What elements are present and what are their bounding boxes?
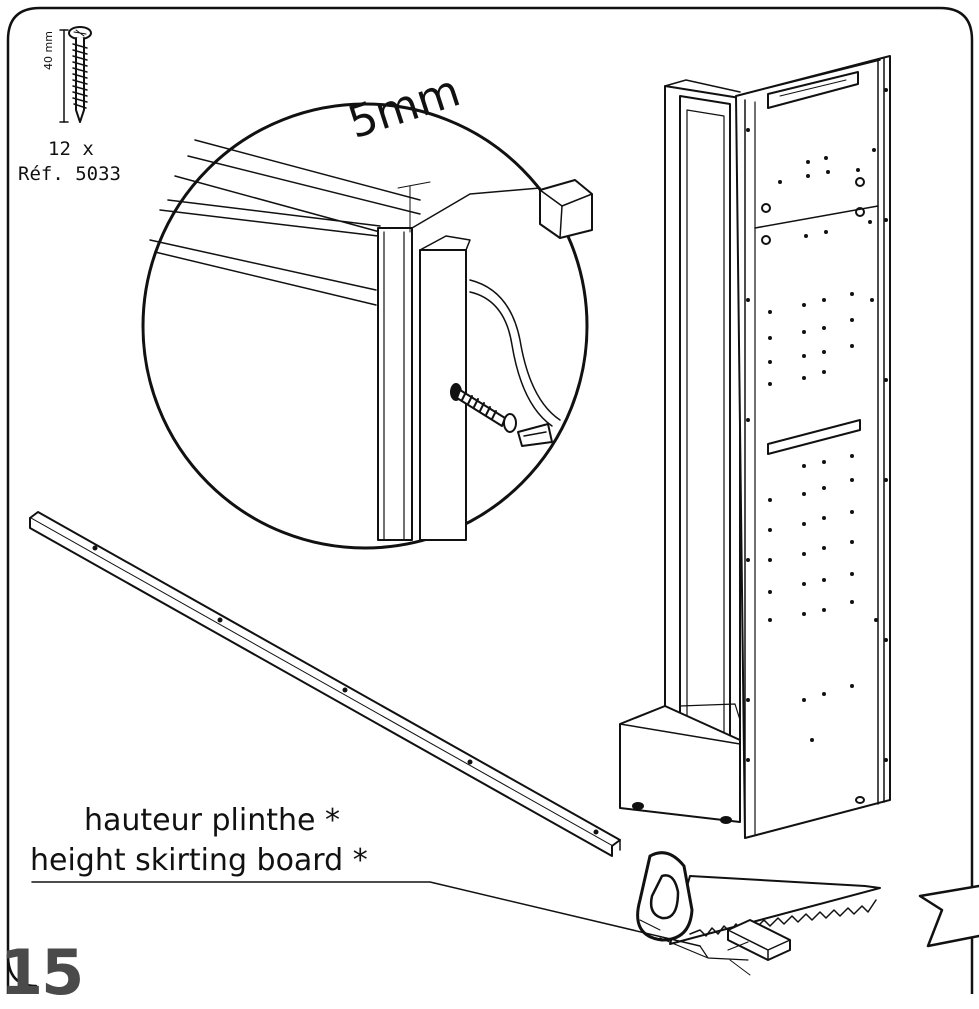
cut-dimension <box>659 937 749 961</box>
screwdriver-icon <box>517 423 553 447</box>
screw-reference-label: Réf. 5033 <box>18 163 121 185</box>
detail-screw-icon <box>450 383 517 433</box>
skirting-board <box>29 511 621 857</box>
cam-fittings <box>761 177 865 245</box>
page-border-corner <box>6 953 38 988</box>
cable <box>469 279 561 427</box>
screw-icon <box>59 26 92 123</box>
offcut-piece <box>727 919 791 961</box>
french-instruction-label: hauteur plinthe * <box>84 803 341 838</box>
shelf-holes <box>746 88 888 762</box>
frame-profile <box>377 227 413 541</box>
screw-length-label: 40 mm <box>42 31 55 70</box>
screw-count-label: 12 x <box>48 138 94 160</box>
english-instruction-label: height skirting board * <box>30 843 368 878</box>
saw-icon <box>636 851 881 945</box>
page-border <box>6 6 974 996</box>
next-arrow-icon <box>918 884 979 948</box>
label-underline <box>31 881 701 947</box>
step-number: 15 <box>0 936 84 1009</box>
tall-cabinet <box>619 55 891 839</box>
bracket-block <box>539 179 593 239</box>
detail-magnifier <box>141 102 593 550</box>
